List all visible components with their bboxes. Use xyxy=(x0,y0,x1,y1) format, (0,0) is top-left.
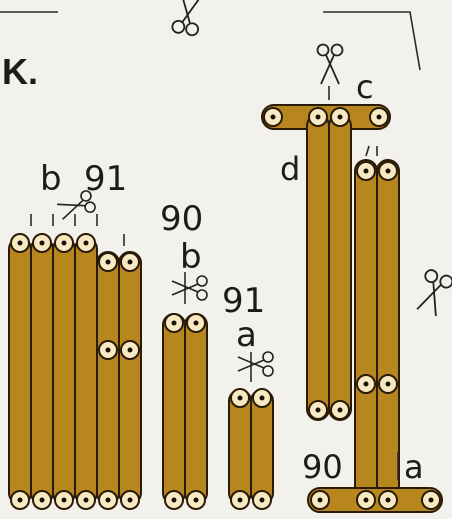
tube-bundle-middle xyxy=(163,314,207,509)
scissors-icon xyxy=(413,268,452,317)
scissors-icon xyxy=(172,276,207,300)
scissors-icon xyxy=(56,189,96,222)
scissors-icon xyxy=(318,45,343,85)
left-letter: d xyxy=(280,150,300,188)
tube-bundle-short xyxy=(229,389,273,509)
cut-mark-right xyxy=(366,146,377,156)
group2-letter: b xyxy=(180,237,202,277)
bottom-number: 90 xyxy=(302,448,343,486)
scissors-icon xyxy=(171,0,203,36)
group1-letter: b xyxy=(40,159,62,199)
group3-letter: a xyxy=(236,315,257,355)
group2-number: 90 xyxy=(160,199,203,239)
top-right-letter: c xyxy=(356,68,374,106)
scissors-icon xyxy=(238,352,273,376)
figure-label: K. xyxy=(2,51,38,92)
frame-line-top-right xyxy=(323,12,420,70)
tube-bundle-left xyxy=(9,234,141,509)
bottom-letter: a xyxy=(404,448,424,486)
